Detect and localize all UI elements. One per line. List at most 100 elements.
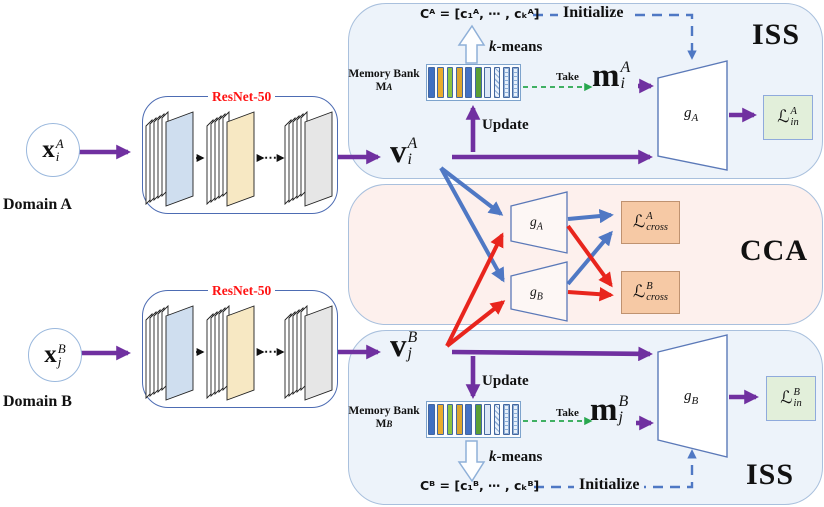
memory-cell-green-dark [474, 404, 482, 435]
mA-sub: i [620, 75, 625, 92]
input-xA-base: x [42, 136, 55, 164]
loss-cross-b-sub: cross [646, 291, 669, 303]
update-a-label: Update [482, 117, 529, 133]
loss-cross-a-base: ℒ [632, 212, 646, 233]
input-xB-base: x [44, 341, 57, 369]
memory-cell-blue [465, 67, 473, 98]
memory-bank-b-name: M [375, 418, 387, 431]
memory-cell-gold [437, 67, 445, 98]
vB-sup: B [407, 329, 418, 346]
gA-cca-base: g [530, 214, 537, 229]
memory-cell-empty [484, 67, 491, 98]
memory-cell-gold-dark [456, 404, 463, 435]
loss-cross-b-sup: B [646, 281, 653, 292]
mA-sup: A [620, 59, 631, 76]
kmeans-b-label: k-means [489, 449, 542, 466]
loss-cross-a-sub: cross [646, 221, 669, 233]
memory-cell-gold [437, 404, 445, 435]
gB-iss-base: g [684, 388, 692, 404]
loss-in-a-sub: in [790, 116, 799, 128]
memory-bank-a-name: M [375, 81, 387, 94]
initialize-a-label: Initialize [558, 4, 629, 22]
loss-in-a-base: ℒ [777, 107, 790, 128]
resnet-b-box [142, 290, 338, 408]
resnet-a-box [142, 96, 338, 214]
gB-cca-sub: B [536, 291, 543, 303]
mB-sup: B [618, 393, 629, 410]
gA-cca-sub: A [536, 221, 543, 233]
vB-base: v [390, 327, 407, 364]
memory-cell-blue [465, 404, 473, 435]
memory-cell-blue [428, 67, 435, 98]
memory-cell-gold-dark [456, 67, 463, 98]
gB-iss-sub: B [691, 395, 699, 407]
centroid-formula-a: Cᴬ = [c₁ᴬ, ⋯ , cₖᴬ] [420, 6, 540, 21]
loss-cross-b-base: ℒ [632, 282, 646, 303]
memory-bank-b-name-sub: B [386, 419, 393, 430]
memory-cell-green-light [446, 404, 454, 435]
memory-bank-b-cells [426, 401, 521, 438]
memory-cell-hatch-grid [502, 404, 510, 435]
memory-bank-a-name-sub: A [386, 82, 393, 93]
domain-b-label: Domain B [3, 393, 72, 410]
loss-in-b-base: ℒ [780, 388, 793, 409]
head-gB-cca-label: gB [530, 284, 543, 303]
loss-in-a-sup: A [790, 106, 797, 117]
gA-iss-sub: A [691, 112, 699, 124]
input-xA-sup: A [55, 136, 64, 151]
memory-cell-hatch-diagonal [493, 67, 501, 98]
cca-module-label: CCA [740, 234, 808, 267]
memory-cell-green-dark [474, 67, 482, 98]
vA-base: v [390, 133, 407, 170]
memory-cell-hatch-grid [512, 404, 519, 435]
initialize-b-label: Initialize [574, 476, 645, 494]
input-xB-sup: B [57, 341, 66, 356]
kmeans-b-rest: -means [496, 449, 543, 465]
kmeans-a-rest: -means [496, 39, 543, 55]
kmeans-b-k: k [489, 449, 497, 465]
gB-cca-base: g [530, 284, 537, 299]
head-gB-iss-label: gB [684, 388, 698, 407]
memory-bank-a-cells [426, 64, 521, 101]
resnet-b-label: ResNet-50 [208, 283, 276, 299]
domain-a-label: Domain A [3, 196, 72, 213]
memory-bank-a-label: Memory Bank MA [343, 68, 425, 94]
resnet-a-dots: ⋯ [264, 150, 277, 165]
memory-bank-b-label: Memory Bank MB [343, 405, 425, 431]
memory-cell-hatch-grid [512, 67, 519, 98]
vB-sub: j [407, 345, 412, 362]
head-gA-cca-label: gA [530, 214, 543, 233]
memory-cell-empty [484, 404, 491, 435]
resnet-b-dots: ⋯ [264, 344, 277, 359]
take-a-label: Take [554, 71, 581, 83]
loss-cross-a-sup: A [646, 211, 653, 222]
memory-bank-b-title: Memory Bank [348, 405, 420, 417]
memory-cell-green-light [446, 67, 454, 98]
mA-base: m [592, 57, 620, 94]
vA-sub: i [407, 151, 412, 168]
input-xA-sub: i [55, 149, 60, 164]
centroid-formula-b: Cᴮ = [c₁ᴮ, ⋯ , cₖᴮ] [420, 478, 540, 493]
memory-cell-hatch-diagonal [493, 404, 501, 435]
mB-sub: j [618, 409, 623, 426]
head-gA-iss-label: gA [684, 105, 698, 124]
kmeans-a-label: k-means [489, 39, 542, 56]
vA-sup: A [407, 135, 418, 152]
memory-cell-hatch-grid [502, 67, 510, 98]
